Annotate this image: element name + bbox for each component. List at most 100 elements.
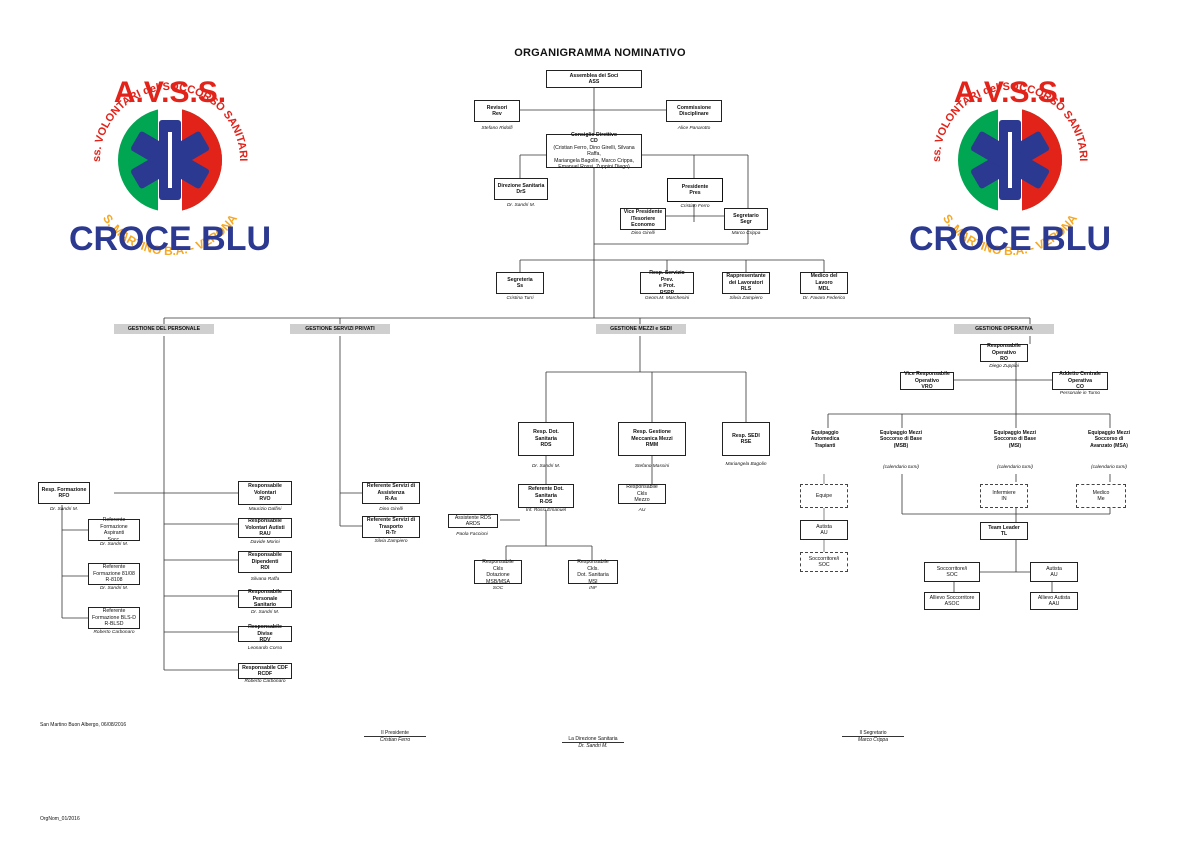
node-assemblea-abbr: ASS bbox=[588, 79, 600, 85]
node-ref-blsd: Referente Formazione BLS-D R-BLSD bbox=[88, 607, 140, 629]
node-ras-l1: Referente Servizi di bbox=[366, 483, 416, 490]
node-rds2-person: Inf. Rossi Emanuel bbox=[525, 508, 567, 513]
node-rdv: Responsabile Divise RDV bbox=[238, 624, 292, 643]
node-vro: Vice Responsabile Operativo VRO bbox=[900, 371, 954, 390]
section-gestione-personale: GESTIONE DEL PERSONALE bbox=[114, 324, 214, 334]
node-rse-l2: RSE bbox=[740, 439, 752, 445]
node-socdot-l2: Dotazione bbox=[486, 572, 510, 578]
node-ras-l3: R-As bbox=[384, 496, 398, 503]
node-allievo-soccorritore: Allievo Soccorritore ASOC bbox=[924, 592, 980, 610]
node-rse: Resp. SEDI RSE bbox=[722, 422, 770, 456]
node-mdl-abbr: MDL bbox=[818, 286, 830, 293]
signature-direzione-line bbox=[562, 742, 624, 743]
node-rcdf-person: Roberto Carbonaro bbox=[244, 679, 286, 684]
node-rmm: Resp. Gestione Meccanica Mezzi RMM bbox=[618, 422, 686, 456]
node-vro-l1: Vice Responsabile bbox=[904, 371, 950, 378]
node-vice-name: Vice Presidente bbox=[623, 209, 663, 216]
node-ards-person: Paola Faccioni bbox=[456, 532, 488, 537]
node-socdot-l1: Responsabile Ckls bbox=[482, 559, 514, 572]
node-socdot-person: SOC bbox=[492, 586, 504, 591]
node-me-l1: Medico bbox=[1092, 489, 1110, 496]
node-eq4-l1: Equipaggio Mezzi bbox=[1088, 430, 1130, 436]
node-ckls-mezzo: Responsabile Ckls Mezzo bbox=[618, 484, 666, 504]
node-rspp-name: Resp. Servizio Prev. bbox=[649, 270, 685, 283]
node-commissione: Commissione Disciplinare bbox=[666, 100, 722, 122]
node-rvo: Responsabile Volontari RVO bbox=[238, 481, 292, 505]
node-eq2-l3: (MSB) bbox=[893, 442, 909, 449]
node-rspp: Resp. Servizio Prev. e Prot. RSPP bbox=[640, 270, 694, 296]
signature-direzione: La Direzione Sanitaria Dr. Sandri M. bbox=[558, 736, 628, 749]
node-pres-abbr: Pres bbox=[689, 190, 701, 196]
node-rmm-l3: RMM bbox=[645, 442, 659, 449]
node-rau-l3: RAU bbox=[259, 531, 271, 538]
node-ckls-dotazione: Responsabile Ckls Dotazione MSB/MSA bbox=[474, 559, 522, 585]
node-soc-l2: SOC bbox=[818, 562, 830, 568]
node-segretario: Segretario Segr bbox=[724, 208, 768, 230]
node-ro-l1: Responsabile bbox=[987, 343, 1021, 350]
node-ards-l1: Assistente RDS bbox=[454, 514, 492, 521]
signature-presidente-role: Il Presidente bbox=[381, 730, 409, 736]
node-soccorritore-tl: Soccorritore/i SOC bbox=[924, 562, 980, 582]
node-allievo-autista: Allievo Autista AAU bbox=[1030, 592, 1078, 610]
node-eq4-l3: Avanzato (MSA) bbox=[1090, 442, 1128, 449]
node-mdl: Medico del Lavoro MDL bbox=[800, 272, 848, 294]
node-rau: Responsabile Volontari Autisti RAU bbox=[238, 518, 292, 538]
node-infdot-l2: Dot. Sanitaria bbox=[577, 572, 609, 578]
signature-presidente-name: Cristian Ferro bbox=[379, 737, 411, 743]
node-co-person: Personale in Turno bbox=[1059, 391, 1101, 396]
node-drs-person: Dr. Sandri M. bbox=[506, 203, 536, 208]
node-eq4-note: (calendario turni) bbox=[1091, 465, 1127, 470]
node-rcdf-l1: Responsabile CDF bbox=[242, 664, 288, 671]
node-rfo-abbr: RFO bbox=[58, 493, 70, 499]
node-rse-person: Mariangela Bagolin bbox=[725, 462, 767, 467]
node-eq1-l1: Equipaggio bbox=[811, 430, 839, 436]
node-rcm-person: AU bbox=[638, 508, 646, 513]
node-aau-l2: AAU bbox=[1048, 601, 1060, 607]
node-ref-aspiranti: Referente Formazione Aspiranti Socc. bbox=[88, 517, 140, 543]
node-au2-l2: AU bbox=[1050, 572, 1058, 578]
node-autista-tl: Autista AU bbox=[1030, 562, 1078, 582]
node-ro: Responsabile Operativo RO bbox=[980, 343, 1028, 362]
node-rls-person: Silvia Zampiero bbox=[729, 296, 763, 301]
node-rds2-l1: Referente Dot. bbox=[528, 486, 564, 493]
node-direzione-sanitaria: Direzione Sanitaria DrS bbox=[494, 178, 548, 200]
node-rvo-l1: Responsabile bbox=[248, 483, 282, 490]
node-asoc-l1: Allievo Soccorritore bbox=[929, 594, 975, 601]
node-ss-person: Cristina Turri bbox=[506, 296, 534, 301]
node-soccorritore: Soccorritore/i SOC bbox=[800, 552, 848, 572]
node-eq3-l3: (MSI) bbox=[1008, 442, 1022, 449]
node-revisori-abbr: Rev bbox=[492, 111, 502, 117]
node-eq2-l1: Equipaggio Mezzi bbox=[880, 430, 922, 436]
node-ro-l2: Operativo bbox=[991, 349, 1017, 356]
node-consiglio-members3: Emanuel Rossi, Zuppini Diego) bbox=[558, 164, 630, 170]
node-rds2-l3: R-DS bbox=[539, 499, 553, 506]
node-autista: Autista AU bbox=[800, 520, 848, 540]
node-rds: Resp. Dot. Sanitaria RDS bbox=[518, 422, 574, 456]
node-vice-name3: Economo bbox=[631, 222, 655, 229]
node-rdv-person: Leonardo Corso bbox=[247, 646, 283, 651]
node-eq4-l2: Soccorso di bbox=[1094, 436, 1124, 443]
node-segr-person: Marco Crippa bbox=[731, 231, 761, 236]
node-rls: Rappresentante dei Lavoratori RLS bbox=[722, 272, 770, 294]
node-presidente: Presidente Pres bbox=[667, 178, 723, 202]
node-eq2-l2: Soccorso di Base bbox=[880, 436, 922, 443]
node-ards-l2: ARDS bbox=[465, 521, 481, 527]
node-eq-msb: Equipaggio Mezzi Soccorso di Base (MSB) bbox=[870, 430, 932, 449]
node-segreteria: Segreteria Ss bbox=[496, 272, 544, 294]
node-rtr-l1: Referente Servizi di bbox=[366, 517, 416, 524]
node-rtr-l3: R-Tr bbox=[385, 530, 397, 537]
node-eq-msa: Equipaggio Mezzi Soccorso di Avanzato (M… bbox=[1076, 430, 1142, 449]
node-ro-person: Diego Zuppini bbox=[989, 364, 1019, 369]
node-rspp-name2: e Prot. bbox=[658, 283, 676, 289]
node-rspp-abbr: RSPP bbox=[659, 289, 675, 296]
node-eq3-l1: Equipaggio Mezzi bbox=[994, 430, 1036, 436]
section-gestione-operativa: GESTIONE OPERATIVA bbox=[954, 324, 1054, 334]
node-eq-automedica: Equipaggio Automedica Trapianti bbox=[800, 430, 850, 449]
node-rmm-l2: Meccanica Mezzi bbox=[631, 435, 673, 442]
node-ref2-l3: R-8108 bbox=[105, 577, 123, 584]
node-ss-name: Segreteria bbox=[507, 276, 533, 283]
node-me-l2: Me bbox=[1097, 496, 1105, 502]
node-revisori-name: Revisori bbox=[486, 104, 508, 111]
logo-left-bottom-text: CROCE BLU bbox=[69, 220, 271, 258]
